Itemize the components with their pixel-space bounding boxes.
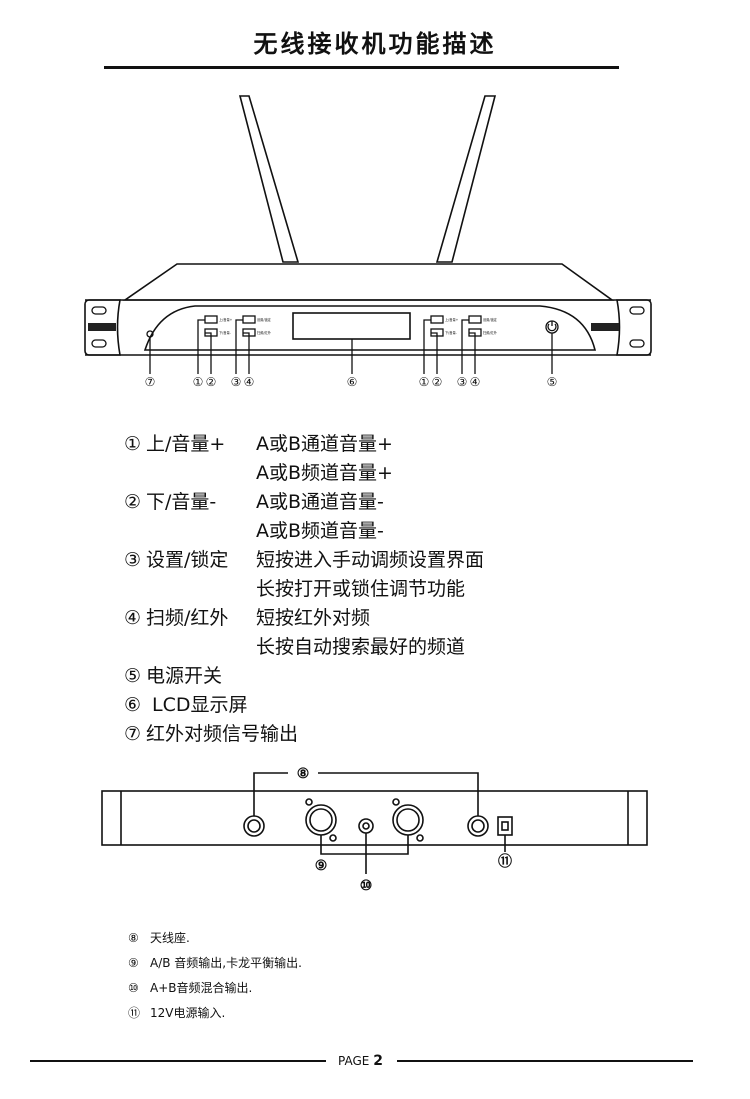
callout-10: ⑩ — [360, 878, 373, 894]
footer-rule-left — [30, 1060, 326, 1062]
page-number: 2 — [373, 1053, 383, 1069]
button-label-up: 上/音量+ — [219, 317, 233, 322]
function-item-continued: A或B频道音量+ — [256, 462, 393, 484]
callout-8: ⑧ — [297, 766, 310, 782]
footer-rule-right — [397, 1060, 693, 1062]
button-label-down-b: 下/音量- — [445, 330, 457, 335]
callout-1-b: ① — [419, 375, 430, 389]
rear-notes: ⑧ 天线座. ⑨ A/B 音频输出,卡龙平衡输出. ⑩ A+B音频混合输出. ⑪… — [128, 926, 302, 1026]
function-list: ① 上/音量+ A或B通道音量+ A或B频道音量+ ② 下/音量- A或B通道音… — [124, 430, 484, 749]
title-rule — [104, 66, 619, 69]
callout-9: ⑨ — [315, 858, 328, 874]
callout-7: ⑦ — [145, 375, 156, 389]
note-item: ⑩ A+B音频混合输出. — [128, 981, 253, 995]
function-item: ③ 设置/锁定 短按进入手动调频设置界面 — [124, 549, 485, 571]
function-item: ⑥ LCD显示屏 — [124, 694, 248, 716]
function-item: ② 下/音量- A或B通道音量- — [124, 491, 384, 513]
page-title: 无线接收机功能描述 — [253, 30, 497, 58]
function-item: ④ 扫频/红外 短按红外对频 — [124, 607, 371, 629]
button-label-scan: 扫频/红外 — [257, 330, 272, 335]
front-panel-diagram: 上/音量+ 下/音量- 设置/锁定 扫频/红外 上/音量+ 下/音量- 设置/锁… — [84, 95, 652, 389]
callout-6: ⑥ — [347, 375, 358, 389]
note-item: ⑪ 12V电源输入. — [128, 1006, 226, 1020]
note-item: ⑨ A/B 音频输出,卡龙平衡输出. — [128, 956, 302, 970]
callout-2: ② — [206, 375, 217, 389]
callout-4-b: ④ — [470, 375, 481, 389]
page-footer: PAGE 2 — [338, 1053, 383, 1069]
function-item-continued: A或B频道音量- — [256, 520, 384, 542]
function-item: ⑦ 红外对频信号输出 — [124, 723, 299, 745]
page-label: PAGE — [338, 1054, 370, 1068]
button-label-set-b: 设置/锁定 — [483, 317, 498, 322]
button-label-scan-b: 扫频/红外 — [483, 330, 498, 335]
rear-panel-diagram: ⑧ ⑨ ⑩ ⑪ — [101, 766, 648, 894]
callout-5: ⑤ — [547, 375, 558, 389]
callout-4: ④ — [244, 375, 255, 389]
callout-3: ③ — [231, 375, 242, 389]
function-item-continued: 长按打开或锁住调节功能 — [256, 578, 466, 600]
callout-11: ⑪ — [498, 853, 512, 870]
function-item: ① 上/音量+ A或B通道音量+ — [124, 433, 393, 455]
button-label-set: 设置/锁定 — [257, 317, 272, 322]
function-item: ⑤ 电源开关 — [124, 665, 223, 687]
note-item: ⑧ 天线座. — [128, 931, 190, 945]
button-label-down: 下/音量- — [219, 330, 231, 335]
callout-3-b: ③ — [457, 375, 468, 389]
function-item-continued: 长按自动搜索最好的频道 — [256, 636, 466, 658]
button-label-up-b: 上/音量+ — [445, 317, 459, 322]
callout-2-b: ② — [432, 375, 443, 389]
callout-1: ① — [193, 375, 204, 389]
